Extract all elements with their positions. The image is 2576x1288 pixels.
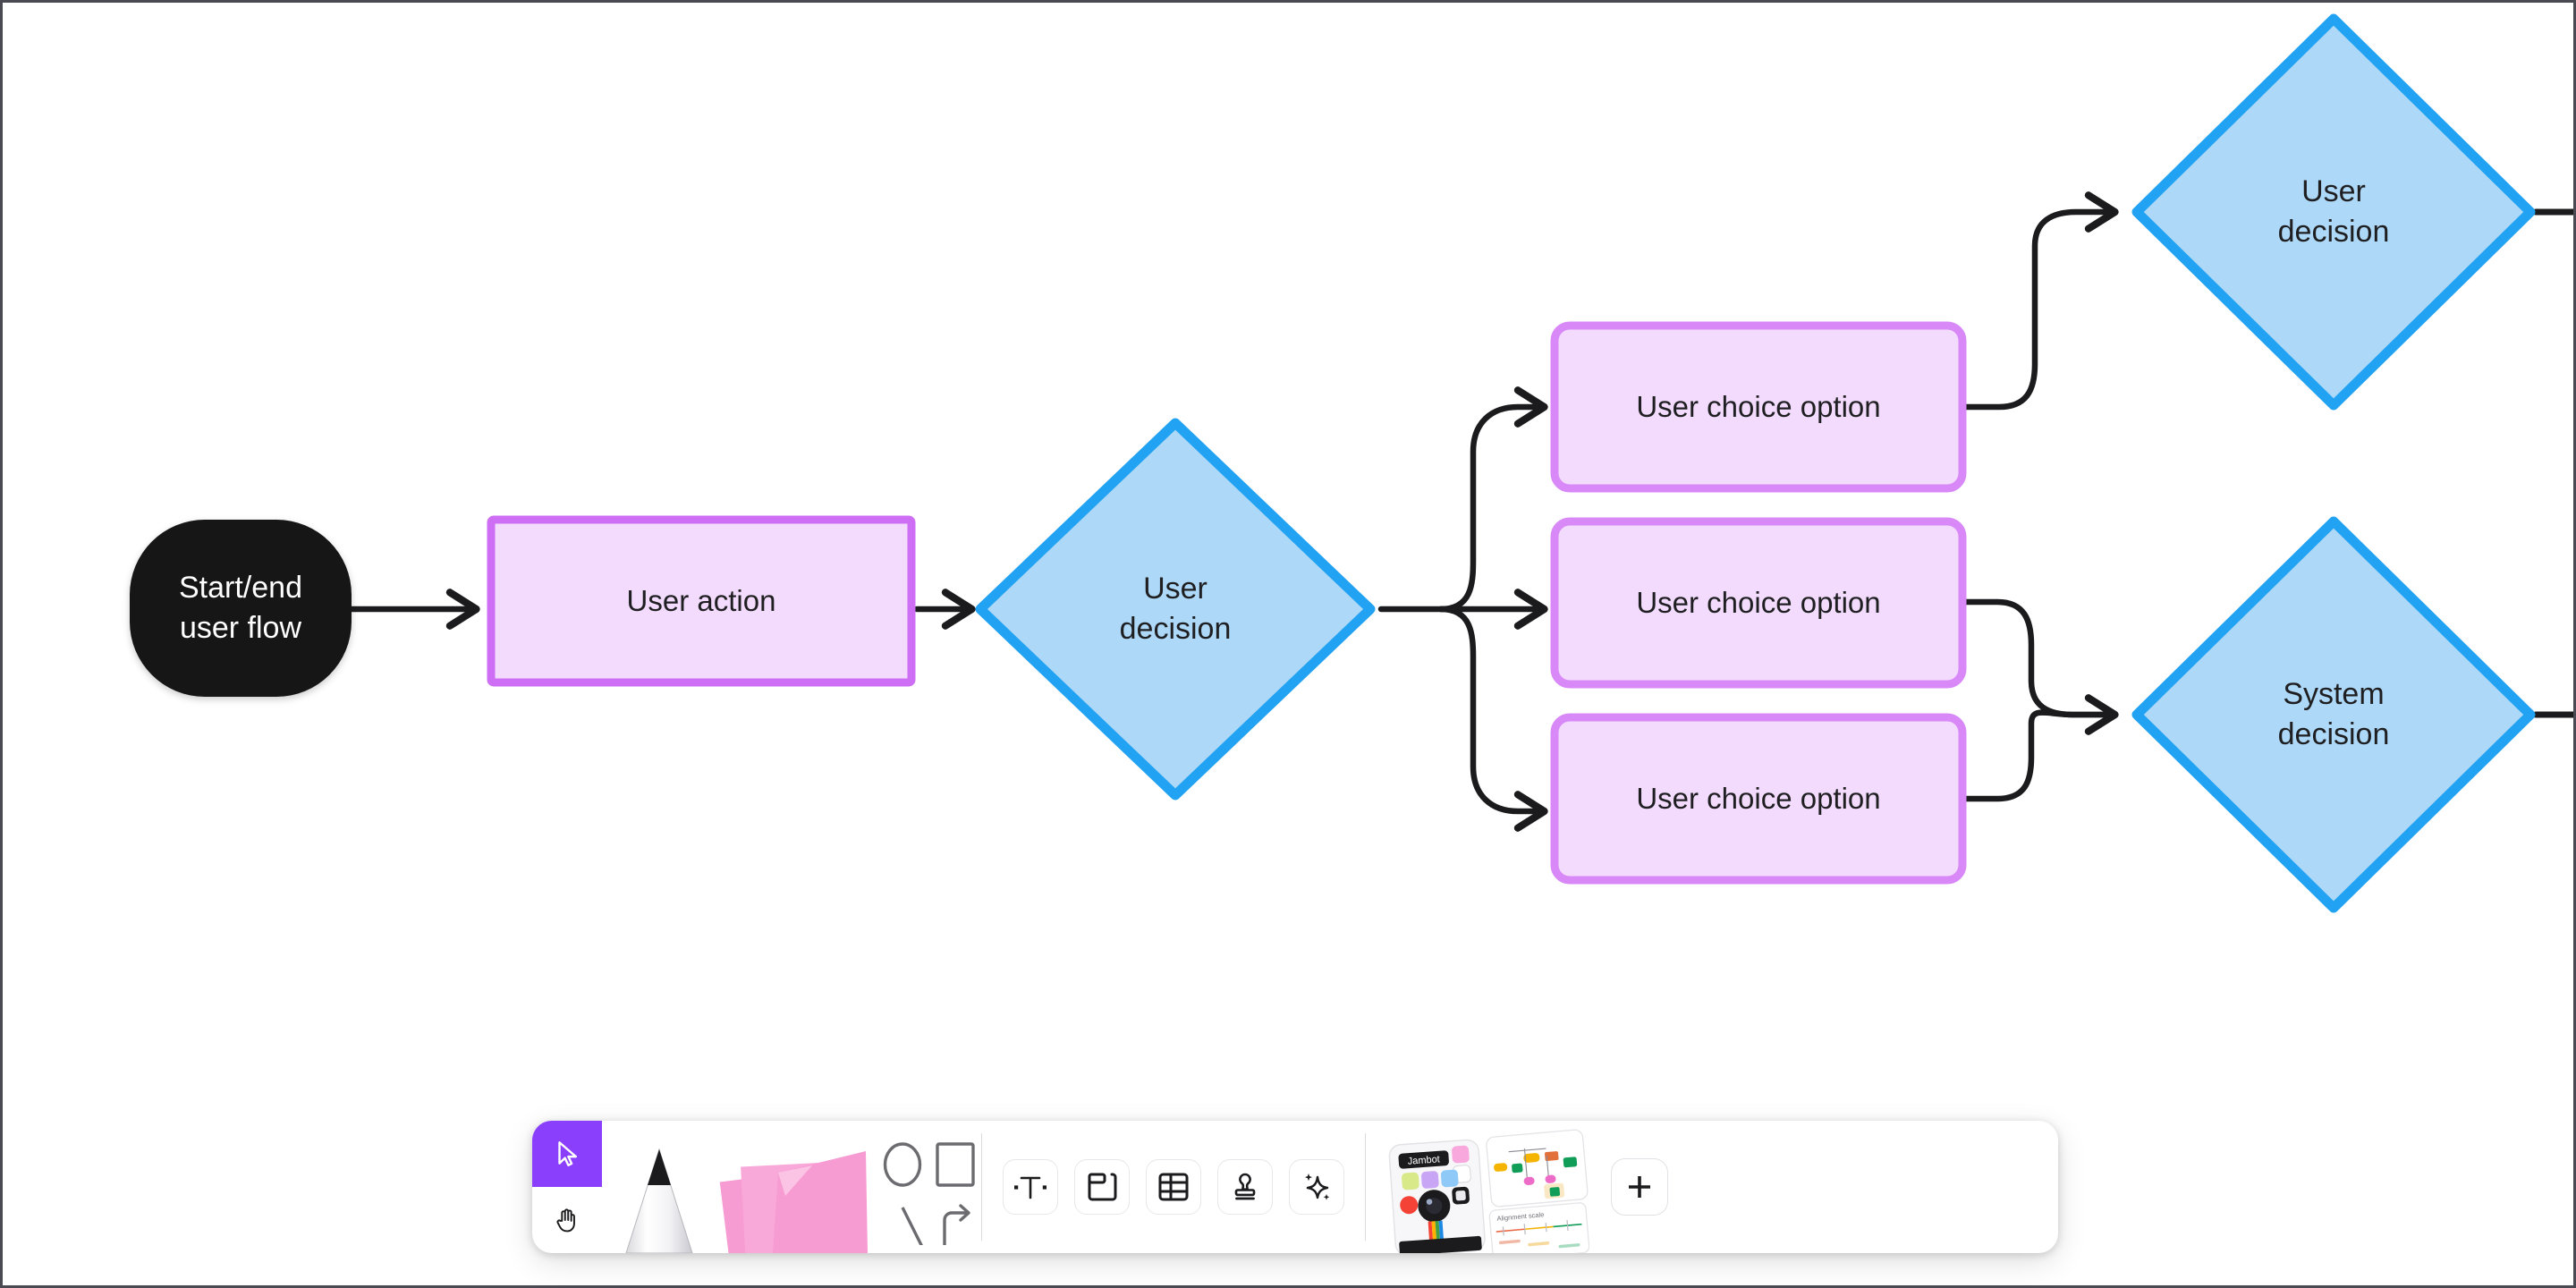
cursor-arrow-icon	[558, 1141, 578, 1166]
shape-cell-arrow[interactable]	[934, 1202, 977, 1245]
nodes-layer	[130, 13, 2536, 913]
toolbar-group-templates: Jambot	[1366, 1121, 1668, 1253]
creation-toolbar[interactable]: Jambot	[532, 1121, 2058, 1253]
shape-cell-circle[interactable]	[882, 1140, 923, 1189]
shapes-tool[interactable]	[876, 1121, 981, 1253]
shape-cell-triangle[interactable]	[881, 1202, 924, 1245]
toolbar-group-pointer	[532, 1121, 602, 1253]
node-system-decision[interactable]	[2131, 516, 2536, 913]
square-icon	[935, 1142, 975, 1187]
flowchart-card-icon: Alignment scale	[1486, 1129, 1590, 1253]
toolbar-divider-1	[981, 1133, 982, 1241]
node-user-choice-3[interactable]	[1550, 713, 1967, 885]
hand-icon	[556, 1208, 575, 1233]
table-tool[interactable]	[1146, 1159, 1201, 1215]
node-user-decision-1[interactable]	[975, 418, 1376, 801]
node-start-end[interactable]	[130, 520, 352, 697]
toolbar-group-drawing	[602, 1121, 981, 1253]
frame-icon	[1088, 1173, 1117, 1201]
svg-text:Jambot: Jambot	[1407, 1154, 1440, 1166]
select-tool[interactable]	[532, 1121, 602, 1187]
node-user-choice-1[interactable]	[1550, 321, 1967, 493]
node-user-choice-2[interactable]	[1550, 517, 1967, 689]
edges-layer	[239, 191, 2573, 832]
stamp-icon	[1234, 1173, 1256, 1200]
edge-choice2-dec3	[1959, 598, 2119, 735]
toolbar-divider-2	[1365, 1133, 1366, 1241]
plus-icon	[1629, 1176, 1650, 1198]
pen-icon	[625, 1148, 693, 1253]
node-user-decision-2[interactable]	[2131, 13, 2536, 411]
flow-diagram	[130, 13, 2573, 913]
whiteboard-canvas[interactable]: Start/end user flow User action User dec…	[3, 3, 2573, 1285]
template-cards[interactable]: Alignment scale	[1486, 1121, 1590, 1253]
add-widget-button[interactable]	[1611, 1158, 1668, 1216]
ai-magic-tool[interactable]	[1289, 1159, 1344, 1215]
node-user-action[interactable]	[487, 515, 916, 687]
edge-dec1-choice1	[1437, 386, 1548, 613]
text-tool[interactable]	[1003, 1159, 1058, 1215]
edge-choice1-dec2	[1959, 191, 2119, 411]
stamp-tool[interactable]	[1217, 1159, 1273, 1215]
table-icon	[1158, 1173, 1189, 1201]
circle-icon	[883, 1142, 921, 1187]
sparkles-icon	[1305, 1174, 1330, 1200]
text-t-icon	[1014, 1176, 1046, 1199]
toolbar-group-insert	[982, 1121, 1365, 1253]
frame-tool[interactable]	[1074, 1159, 1130, 1215]
sticky-notes-icon	[719, 1151, 868, 1253]
shape-cell-square[interactable]	[934, 1140, 977, 1189]
pen-tool[interactable]	[602, 1121, 716, 1253]
jambot-camera-icon: Jambot	[1388, 1139, 1486, 1253]
arrow-connector-icon	[942, 1204, 970, 1245]
edge-dec1-choice3	[1437, 606, 1548, 832]
jambot-widget[interactable]: Jambot	[1382, 1121, 1493, 1253]
pan-tool[interactable]	[532, 1187, 602, 1253]
sticky-note-tool[interactable]	[716, 1121, 876, 1253]
triangle-icon	[900, 1207, 923, 1245]
edge-choice3-dec3	[1959, 709, 2117, 802]
